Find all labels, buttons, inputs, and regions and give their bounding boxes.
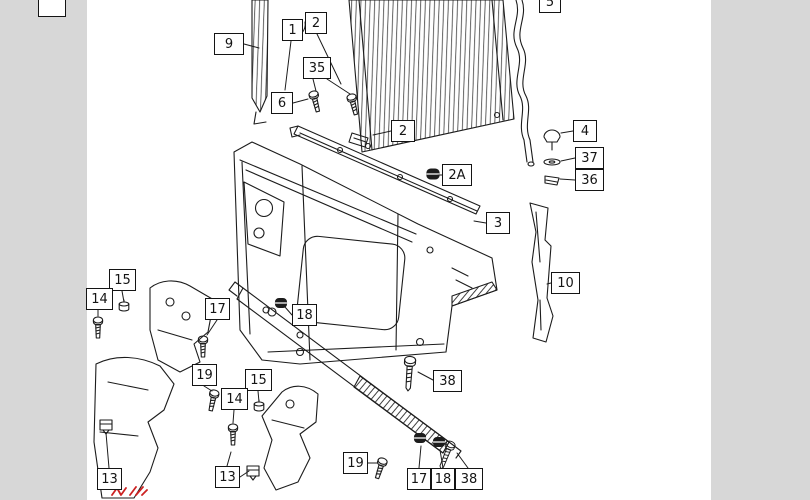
callout-13-left[interactable]: 13 [97,468,122,490]
upper-crossmember-part [289,125,481,215]
callout-37[interactable]: 37 [575,147,604,169]
callout-1[interactable]: 1 [282,19,303,41]
callout-36[interactable]: 36 [575,169,604,191]
callout-13-mid[interactable]: 13 [215,466,240,488]
callout-38-right[interactable]: 38 [433,370,462,392]
callout-6[interactable]: 6 [271,92,293,114]
callout-14-left[interactable]: 14 [86,288,113,310]
radiator-part [348,0,515,153]
lower-crossmember-part [228,281,462,459]
callout-15-left[interactable]: 15 [109,269,136,291]
callout-17-left[interactable]: 17 [205,298,230,320]
callout-2-top[interactable]: 2 [305,12,327,34]
callout-14-mid[interactable]: 14 [221,388,248,410]
partial-callout-box [38,0,66,17]
right-gutter [711,0,810,500]
air-guide-upper-left-part [149,280,215,373]
side-bracket-part [529,202,554,343]
callout-35[interactable]: 35 [303,57,331,79]
callout-10[interactable]: 10 [551,272,580,294]
callout-15-mid[interactable]: 15 [245,369,272,391]
callout-19-bottom[interactable]: 19 [343,452,368,474]
callout-4[interactable]: 4 [573,120,597,142]
leader-lines [97,21,576,478]
callout-2a[interactable]: 2A [442,164,472,186]
callout-18-left[interactable]: 18 [292,304,317,326]
callout-5-partial[interactable]: 5 [539,0,561,13]
condenser-part [251,0,269,125]
callout-18-bottom[interactable]: 18 [431,468,455,490]
coolant-hose-part [513,0,535,167]
callout-38-bottom[interactable]: 38 [455,468,483,490]
air-guide-middle-part [261,385,319,491]
left-gutter [0,0,87,500]
lock-carrier-frame-part [233,141,498,365]
callout-2-mid[interactable]: 2 [391,120,415,142]
callout-19-left[interactable]: 19 [192,364,217,386]
mount-washer-clip-parts [543,129,561,186]
callout-17-bottom[interactable]: 17 [407,468,431,490]
callout-3[interactable]: 3 [486,212,510,234]
red-annotation [111,486,148,496]
callout-9[interactable]: 9 [214,33,244,55]
